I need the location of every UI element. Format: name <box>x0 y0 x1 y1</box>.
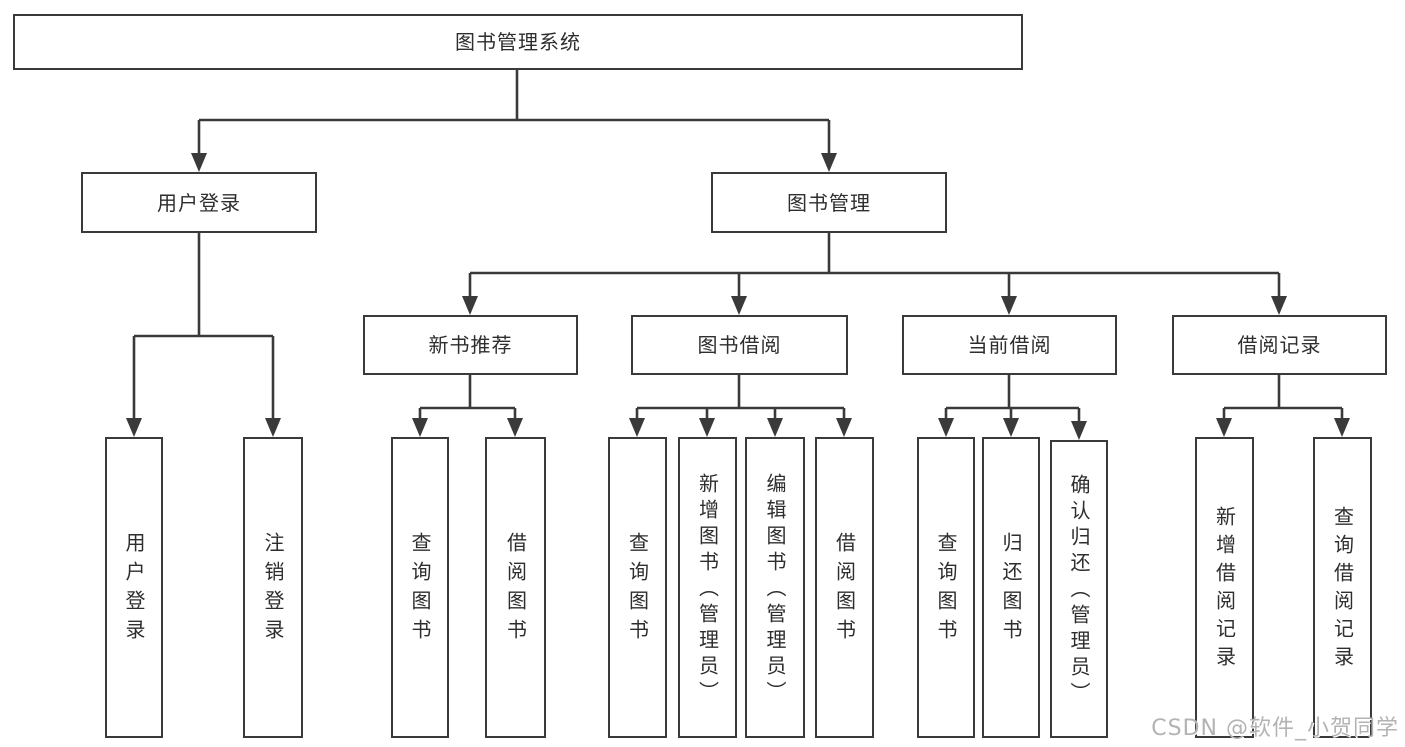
connector-current-borrowing <box>944 374 1081 423</box>
node-book-management: 图书管理 <box>711 172 947 233</box>
arrow-icon <box>265 418 281 437</box>
leaf-query-books-recommend: 查询图书 <box>391 437 449 738</box>
node-library-management-system: 图书管理系统 <box>13 14 1023 70</box>
arrow-icon <box>1001 296 1017 315</box>
node-book-borrowing: 图书借阅 <box>631 315 848 375</box>
node-new-book-recommendation: 新书推荐 <box>363 315 578 375</box>
arrow-icon <box>1003 418 1019 437</box>
arrow-icon <box>412 418 428 437</box>
connector-user-login <box>132 233 275 420</box>
arrow-icon <box>507 418 523 437</box>
node-user-login: 用户登录 <box>81 172 317 233</box>
leaf-add-books-admin: 新增图书（管理员） <box>678 437 737 738</box>
arrow-icon <box>1271 296 1287 315</box>
connector-root <box>197 69 831 155</box>
connector-borrowing-records <box>1222 374 1344 420</box>
node-borrowing-records: 借阅记录 <box>1172 315 1387 375</box>
arrow-icon <box>1334 418 1350 437</box>
arrow-icon <box>821 153 837 172</box>
leaf-add-borrowing-record: 新增借阅记录 <box>1195 437 1254 738</box>
csdn-watermark: CSDN @软件_小贺同学 <box>1151 716 1399 741</box>
connector-book-borrowing <box>635 374 846 420</box>
leaf-logout: 注销登录 <box>243 437 303 738</box>
leaf-edit-books-admin: 编辑图书（管理员） <box>745 437 805 738</box>
arrow-icon <box>126 418 142 437</box>
arrow-icon <box>767 418 783 437</box>
leaf-confirm-return-admin: 确认归还（管理员） <box>1050 440 1108 738</box>
connector-book-management <box>468 233 1281 298</box>
leaf-return-books: 归还图书 <box>982 437 1040 738</box>
leaf-query-books-current: 查询图书 <box>917 437 975 738</box>
leaf-query-books-borrowing: 查询图书 <box>608 437 667 738</box>
arrow-icon <box>699 418 715 437</box>
node-current-borrowing: 当前借阅 <box>902 315 1117 375</box>
arrow-icon <box>938 418 954 437</box>
connector-new-book-recommendation <box>418 374 517 420</box>
leaf-borrow-books-borrowing: 借阅图书 <box>815 437 874 738</box>
leaf-borrow-books-recommend: 借阅图书 <box>485 437 546 738</box>
arrow-icon <box>1216 418 1232 437</box>
arrow-icon <box>731 296 747 315</box>
arrow-icon <box>462 296 478 315</box>
arrow-icon <box>629 418 645 437</box>
leaf-query-borrowing-record: 查询借阅记录 <box>1313 437 1372 738</box>
arrow-icon <box>191 153 207 172</box>
leaf-user-login: 用户登录 <box>105 437 163 738</box>
arrow-icon <box>1071 421 1087 440</box>
arrow-icon <box>836 418 852 437</box>
